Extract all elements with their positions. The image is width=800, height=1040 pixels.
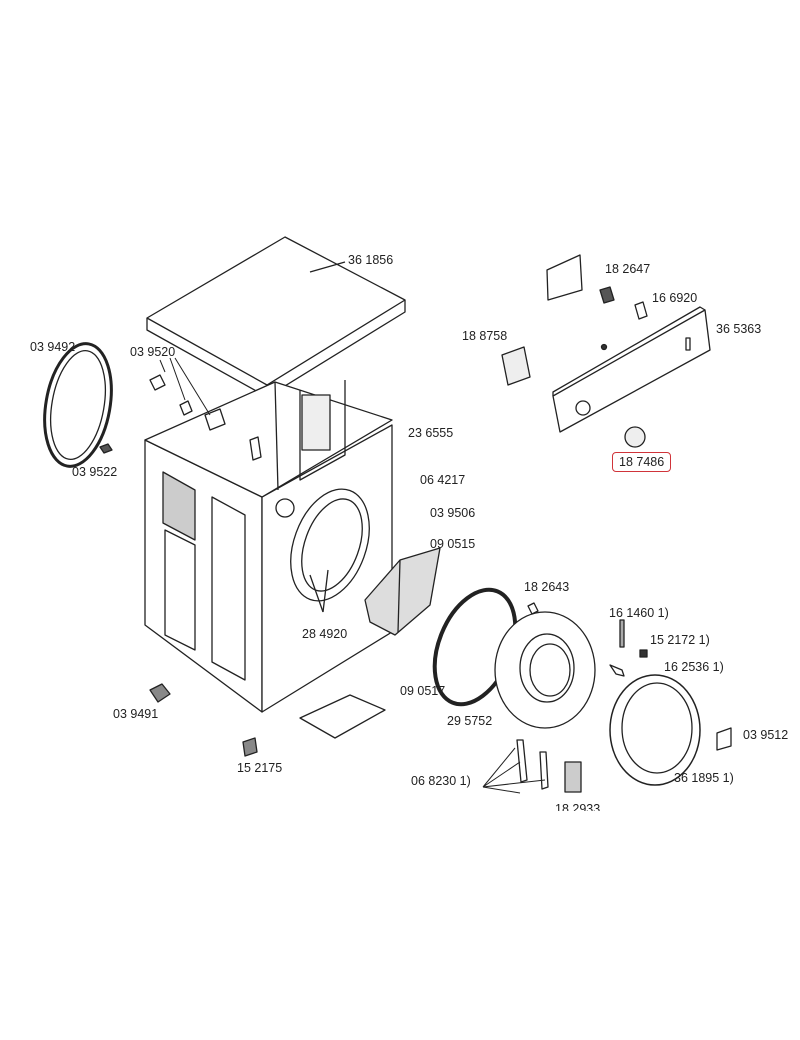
- part-label-foot[interactable]: 03 9491: [113, 707, 159, 721]
- part-label-door-bracket[interactable]: 28 4920: [302, 627, 348, 641]
- part-label-seal-clip[interactable]: 03 9522: [72, 465, 118, 479]
- part-label-indicator-light[interactable]: 16 6920: [652, 291, 698, 305]
- part-label-switch[interactable]: 18 2647: [605, 262, 651, 276]
- outer-door-frame-drawing: [609, 674, 701, 786]
- part-label-timer[interactable]: 18 8758: [462, 329, 508, 343]
- part-label-control-panel[interactable]: 36 5363: [716, 322, 762, 336]
- part-label-door-glass[interactable]: 09 0517: [400, 684, 446, 698]
- cabinet-drawing: [144, 380, 393, 713]
- control-panel-drawing: [552, 306, 711, 433]
- part-label-hinge-screws[interactable]: 06 8230 1): [411, 774, 471, 788]
- seal-ring-drawing: [43, 342, 113, 468]
- part-label-knob-highlighted[interactable]: 18 7486: [612, 452, 672, 472]
- part-label-door-catch[interactable]: 18 2643: [524, 580, 570, 594]
- foot-drawing: [149, 683, 171, 703]
- part-label-bracket[interactable]: 15 2175: [237, 761, 283, 775]
- part-label-spring[interactable]: 15 2172 1): [650, 633, 710, 647]
- part-label-seal-ring[interactable]: 03 9492: [30, 340, 76, 354]
- part-label-cover-plate[interactable]: 03 9512: [743, 728, 789, 742]
- part-label-hinge[interactable]: 18 2933: [555, 802, 601, 811]
- part-label-inner-door-frame[interactable]: 29 5752: [447, 714, 493, 728]
- part-label-pin[interactable]: 16 1460 1): [609, 606, 669, 620]
- inner-door-frame-drawing: [494, 611, 596, 729]
- part-label-cabinet[interactable]: 23 6555: [408, 426, 454, 440]
- part-label-outer-door-frame[interactable]: 36 1895 1): [674, 771, 734, 785]
- part-label-springs-clips[interactable]: 03 9520: [130, 345, 176, 359]
- dispenser-drawer-drawing: [364, 547, 441, 636]
- part-label-top-cover[interactable]: 36 1856: [348, 253, 394, 267]
- part-label-grommet[interactable]: 06 4217: [420, 473, 466, 487]
- part-label-latch-hook[interactable]: 16 2536 1): [664, 660, 724, 674]
- part-label-dispenser-drawer[interactable]: 09 0515: [430, 537, 476, 551]
- part-label-hinge-clip[interactable]: 03 9506: [430, 506, 476, 520]
